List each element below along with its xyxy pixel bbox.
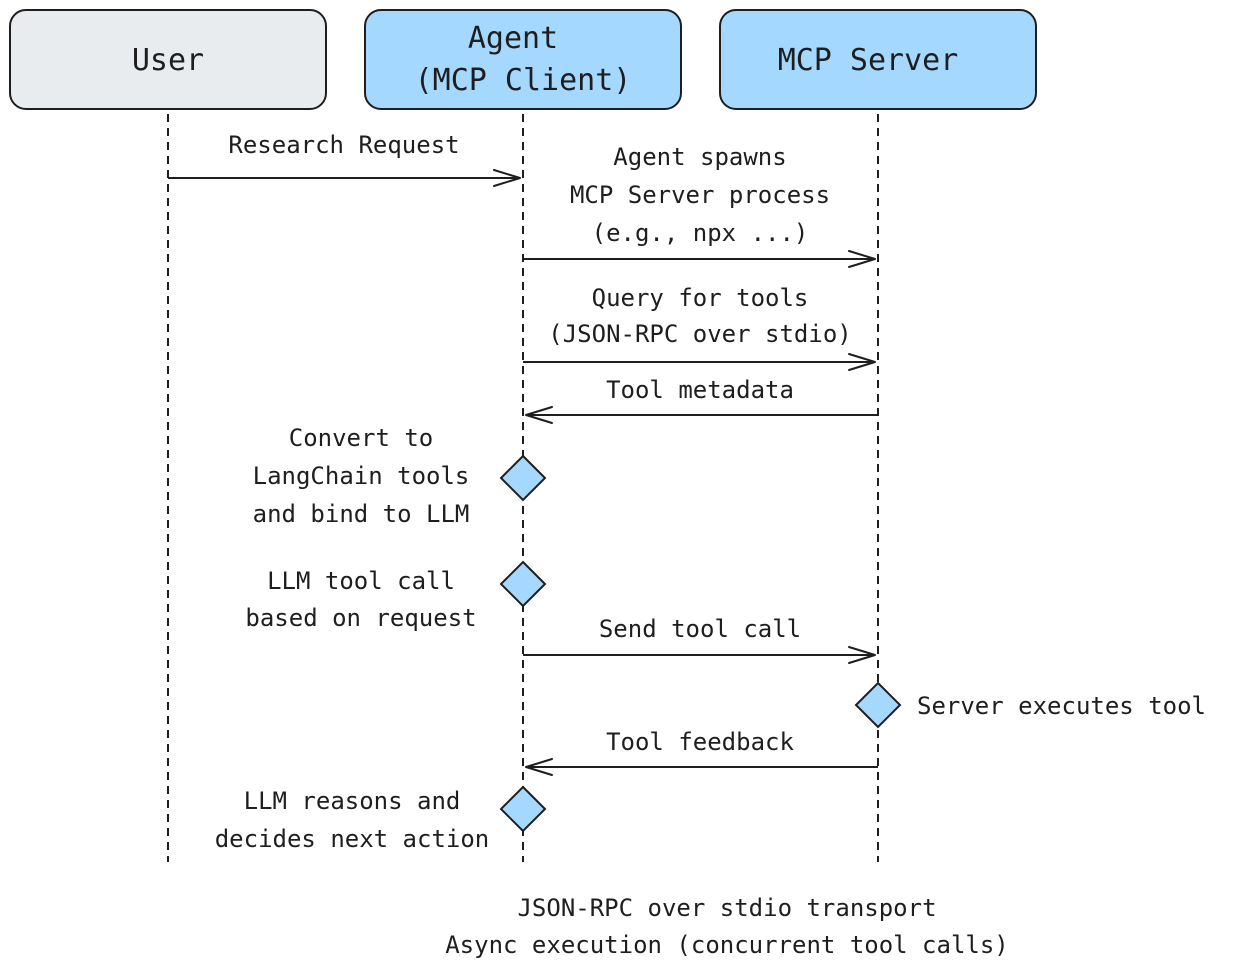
note-reason-line2: decides next action bbox=[215, 825, 490, 853]
message-research-request-label: Research Request bbox=[228, 131, 459, 159]
arrow-head-left bbox=[525, 758, 553, 776]
note-llm-reasons: LLM reasons and decides next action bbox=[215, 785, 547, 853]
message-tool-feedback-label: Tool feedback bbox=[606, 728, 794, 756]
message-query-label-line2: (JSON-RPC over stdio) bbox=[548, 320, 851, 348]
arrow-head-left bbox=[525, 406, 553, 424]
actor-agent-label-line2: (MCP Client) bbox=[415, 63, 632, 98]
message-spawn-server: Agent spawns MCP Server process (e.g., n… bbox=[523, 143, 876, 268]
activity-diamond-icon bbox=[499, 454, 547, 502]
arrow-head-right bbox=[848, 353, 876, 371]
footer-async-execution: Async execution (concurrent tool calls) bbox=[445, 931, 1009, 959]
note-llm-call-line2: based on request bbox=[245, 604, 476, 632]
note-convert-line1: Convert to bbox=[289, 424, 434, 452]
note-llm-tool-call: LLM tool call based on request bbox=[245, 560, 547, 632]
activity-diamond-icon bbox=[854, 681, 902, 729]
activity-diamond-icon bbox=[499, 785, 547, 833]
message-query-tools: Query for tools (JSON-RPC over stdio) bbox=[523, 284, 876, 371]
note-convert-line2: LangChain tools bbox=[253, 462, 470, 490]
actor-mcp-server: MCP Server bbox=[719, 9, 1037, 110]
message-tool-metadata-label: Tool metadata bbox=[606, 376, 794, 404]
message-spawn-label-line3: (e.g., npx ...) bbox=[592, 219, 809, 247]
message-tool-metadata: Tool metadata bbox=[525, 376, 878, 424]
message-send-tool-call: Send tool call bbox=[523, 615, 876, 664]
actor-user-label: User bbox=[132, 43, 204, 78]
note-convert-tools: Convert to LangChain tools and bind to L… bbox=[253, 424, 547, 528]
actor-agent: Agent (MCP Client) bbox=[364, 9, 682, 110]
note-reason-line1: LLM reasons and bbox=[244, 787, 461, 815]
note-server-executes: Server executes tool bbox=[854, 681, 1206, 729]
actor-agent-label-line1: Agent bbox=[468, 21, 558, 56]
note-llm-call-line1: LLM tool call bbox=[267, 567, 455, 595]
message-query-label-line1: Query for tools bbox=[592, 284, 809, 312]
message-spawn-label-line1: Agent spawns bbox=[613, 143, 786, 171]
actor-mcp-server-label: MCP Server bbox=[778, 43, 959, 78]
message-send-tool-call-label: Send tool call bbox=[599, 615, 801, 643]
message-spawn-label-line2: MCP Server process bbox=[570, 181, 830, 209]
actor-user: User bbox=[9, 9, 327, 110]
activity-diamond-icon bbox=[499, 560, 547, 608]
note-server-executes-label: Server executes tool bbox=[917, 692, 1206, 720]
footer-transport: JSON-RPC over stdio transport bbox=[517, 894, 936, 922]
arrow-head-right bbox=[848, 646, 876, 664]
arrow-head-right bbox=[848, 250, 876, 268]
message-research-request: Research Request bbox=[168, 131, 521, 187]
note-convert-line3: and bind to LLM bbox=[253, 500, 470, 528]
arrow-head-right bbox=[493, 169, 521, 187]
message-tool-feedback: Tool feedback bbox=[525, 728, 878, 776]
